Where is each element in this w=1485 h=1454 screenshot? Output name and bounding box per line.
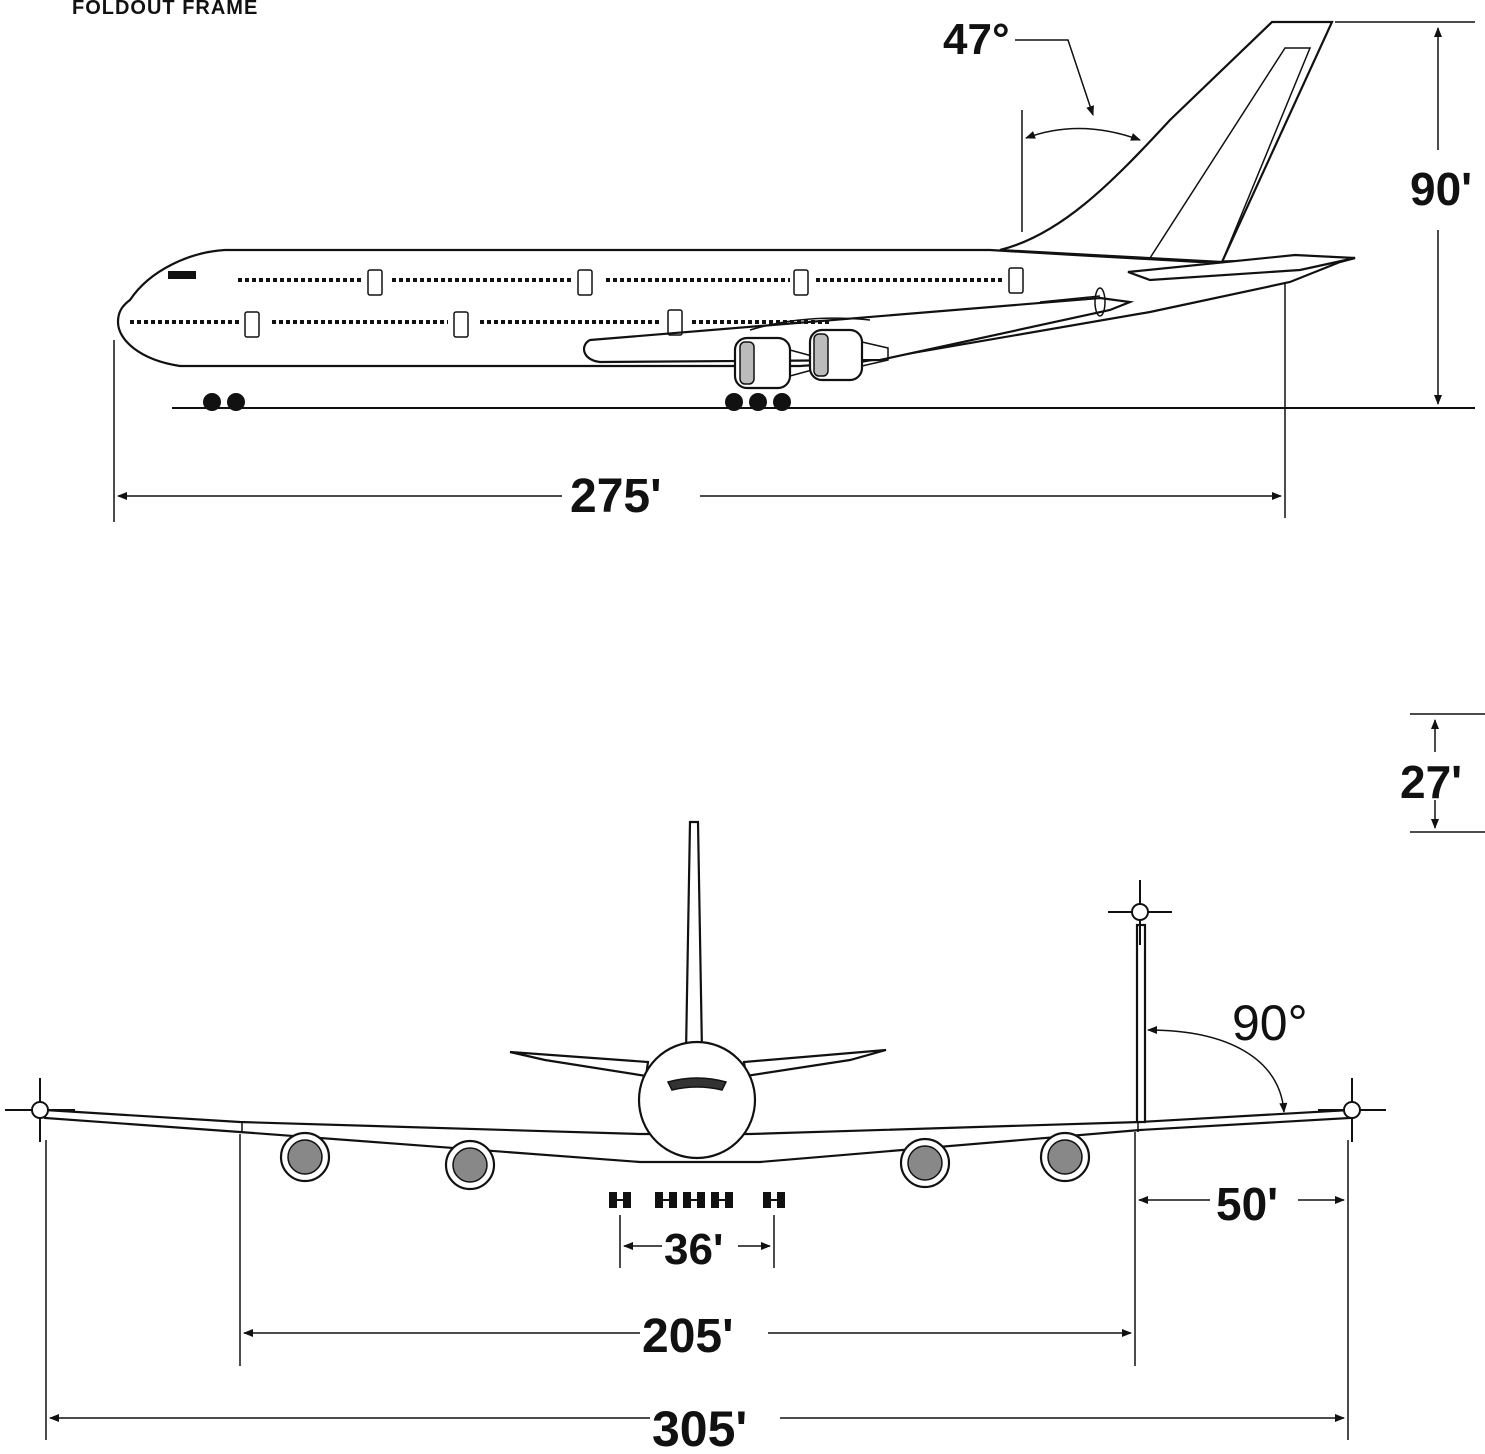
horizontal-stabilizer (1127, 253, 1356, 282)
folded-span-label: 205' (642, 1310, 734, 1363)
length-label: 275' (570, 470, 662, 523)
fin-sweep-leader (1015, 39, 1094, 116)
fold-angle-arc (1147, 1026, 1288, 1113)
side-view: 47° 90' 275' (113, 15, 1475, 523)
height-label: 90' (1410, 163, 1472, 215)
side-engine-2 (808, 328, 889, 382)
front-vertical-fin (684, 820, 704, 1054)
fold-section-label: 50' (1216, 1178, 1278, 1230)
cockpit-window (168, 271, 196, 279)
front-engine-1 (279, 1131, 331, 1183)
front-landing-gear (609, 1192, 785, 1208)
front-engine-4 (1039, 1131, 1091, 1183)
front-stabilizer-left (509, 1050, 650, 1078)
wing-tip-detail (1039, 295, 1101, 303)
wingtip-rotor (1094, 287, 1106, 317)
fin-sweep-label: 47° (943, 15, 1010, 64)
upper-deck-doors (367, 267, 1024, 296)
fin-sweep-arc (1025, 127, 1141, 141)
main-deck-doors (244, 309, 683, 338)
right-wingtip-rotor (1318, 1078, 1386, 1142)
gear-track-label: 36' (664, 1225, 723, 1274)
front-view: 90° 36' 50' 205' 305' (5, 820, 1386, 1454)
left-wingtip-rotor (5, 1078, 75, 1142)
front-cockpit-windows (666, 1077, 728, 1091)
rudder-outline (1149, 47, 1312, 263)
side-landing-gear (203, 393, 791, 411)
folded-wing-tip (1108, 880, 1172, 1124)
front-fuselage (637, 1040, 757, 1160)
front-engine-3 (899, 1137, 951, 1189)
front-engine-2 (444, 1139, 496, 1191)
engine-pylon (749, 317, 871, 331)
front-stabilizer-right (742, 1048, 887, 1078)
fold-height-dimension: 27' (1400, 713, 1485, 833)
side-vertical-tail (999, 20, 1334, 264)
fold-height-label: 27' (1400, 756, 1462, 808)
side-engine-1 (733, 336, 813, 390)
full-span-label: 305' (652, 1401, 747, 1454)
foldout-frame-label: FOLDOUT FRAME (72, 0, 258, 19)
side-wing (582, 296, 1135, 364)
fold-angle-label: 90° (1232, 995, 1308, 1051)
